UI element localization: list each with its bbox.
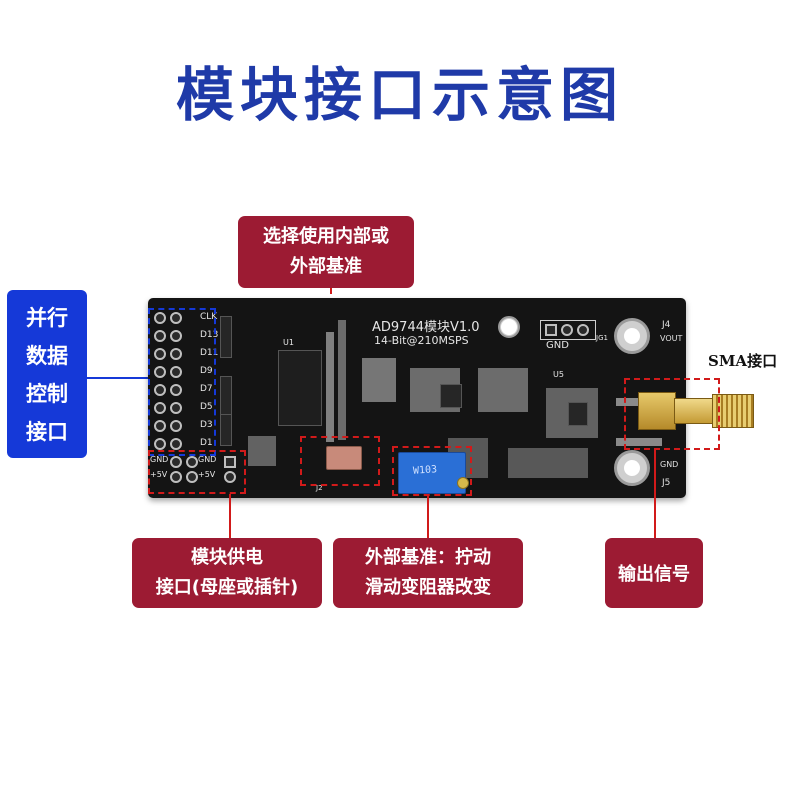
data-header-row-7 (154, 420, 186, 432)
callout-power-line2: 接口(母座或插针) (155, 577, 299, 598)
sma-connector-barrel (674, 398, 714, 424)
label-gnd-top: GND (546, 340, 569, 351)
mounting-hole-bottom-right (614, 450, 650, 486)
label-d5: D5 (200, 402, 213, 412)
callout-output-signal: 输出信号 (605, 538, 703, 608)
highlight-reference-jumper (300, 436, 380, 486)
smd-column-1 (326, 332, 334, 442)
label-d1: D1 (200, 438, 213, 448)
dac-chip-u1 (278, 350, 322, 426)
highlight-power-header (148, 450, 246, 494)
highlight-data-header (148, 308, 216, 456)
callout-parallel-line2: 数据 (26, 344, 68, 368)
smd-block-5 (508, 448, 588, 478)
mounting-hole-small (498, 316, 520, 338)
connector-ext-ref (427, 494, 429, 540)
pcb-board: CLK D13 D11 D9 D7 D5 D3 D1 GND GND +5V +… (148, 298, 686, 498)
label-gnd-right-edge: GND (660, 460, 679, 469)
label-gnd-left: GND (150, 455, 169, 464)
callout-power-line1: 模块供电 (191, 547, 263, 568)
label-d9: D9 (200, 366, 213, 376)
callout-parallel-line1: 并行 (26, 306, 68, 330)
pcb-title-line1: AD9744模块V1.0 (372, 320, 480, 335)
chip-u5 (568, 402, 588, 426)
opamp-chip (440, 384, 462, 408)
label-d3: D3 (200, 420, 213, 430)
callout-reference-select-line2: 外部基准 (290, 256, 362, 277)
data-header-row-4 (154, 366, 186, 378)
callout-reference-select-line1: 选择使用内部或 (263, 226, 389, 247)
resistor-network-2 (220, 376, 232, 418)
data-header-row-2 (154, 330, 186, 342)
power-header-row-2 (170, 471, 202, 483)
pcb-title-line2: 14-Bit@210MSPS (374, 334, 469, 347)
highlight-sma-output (624, 378, 720, 450)
label-j4: J4 (662, 320, 671, 330)
smd-block-7 (248, 436, 276, 466)
callout-power: 模块供电 接口(母座或插针) (132, 538, 322, 608)
connector-power (229, 494, 231, 540)
data-header-row-5 (154, 384, 186, 396)
sma-connector[interactable] (638, 386, 756, 434)
connector-parallel-data (87, 377, 149, 379)
resistor-network-1 (220, 316, 232, 358)
data-header-row-8 (154, 438, 186, 450)
smd-block-1 (362, 358, 396, 402)
label-gnd-right: GND (198, 455, 217, 464)
callout-parallel-line3: 控制 (26, 382, 68, 406)
sma-label: SMA接口 (708, 352, 778, 370)
highlight-potentiometer (392, 446, 472, 496)
data-header-row-1 (154, 312, 186, 324)
label-j2: J2 (316, 484, 323, 492)
data-header-row-3 (154, 348, 186, 360)
data-header-row-6 (154, 402, 186, 414)
potentiometer-screw[interactable] (457, 477, 469, 489)
label-5v-left: +5V (150, 470, 168, 479)
callout-parallel-data-interface: 并行 数据 控制 接口 (7, 290, 87, 458)
callout-external-reference: 外部基准：拧动 滑动变阻器改变 (333, 538, 523, 608)
sma-pad-bottom (616, 438, 662, 446)
resistor-network-3 (220, 414, 232, 446)
power-header-row-1 (170, 456, 202, 468)
label-clk: CLK (200, 312, 218, 322)
reference-jumper-j2 (326, 446, 362, 470)
mounting-hole-top-right (614, 318, 650, 354)
label-vout: VOUT (660, 334, 683, 343)
diagram-title: 模块接口示意图 (175, 61, 624, 129)
label-d11: D11 (200, 348, 219, 358)
label-5v-right: +5V (198, 470, 216, 479)
jg1-header (540, 320, 596, 340)
potentiometer[interactable]: W103 (398, 452, 469, 494)
label-jg1: JG1 (596, 334, 608, 342)
label-d13: D13 (200, 330, 219, 340)
callout-reference-select: 选择使用内部或 外部基准 (238, 216, 414, 288)
label-d7: D7 (200, 384, 213, 394)
label-u1: U1 (283, 338, 294, 347)
smd-block-3 (478, 368, 528, 412)
label-j5: J5 (662, 478, 671, 488)
smd-column-2 (338, 320, 346, 440)
callout-ext-ref-line2: 滑动变阻器改变 (365, 577, 491, 598)
connector-output (654, 450, 656, 538)
callout-parallel-line4: 接口 (26, 420, 68, 444)
power-socket (224, 456, 240, 483)
label-u5: U5 (553, 370, 564, 379)
callout-ext-ref-line1: 外部基准：拧动 (365, 547, 491, 568)
callout-output-text: 输出信号 (618, 564, 690, 585)
